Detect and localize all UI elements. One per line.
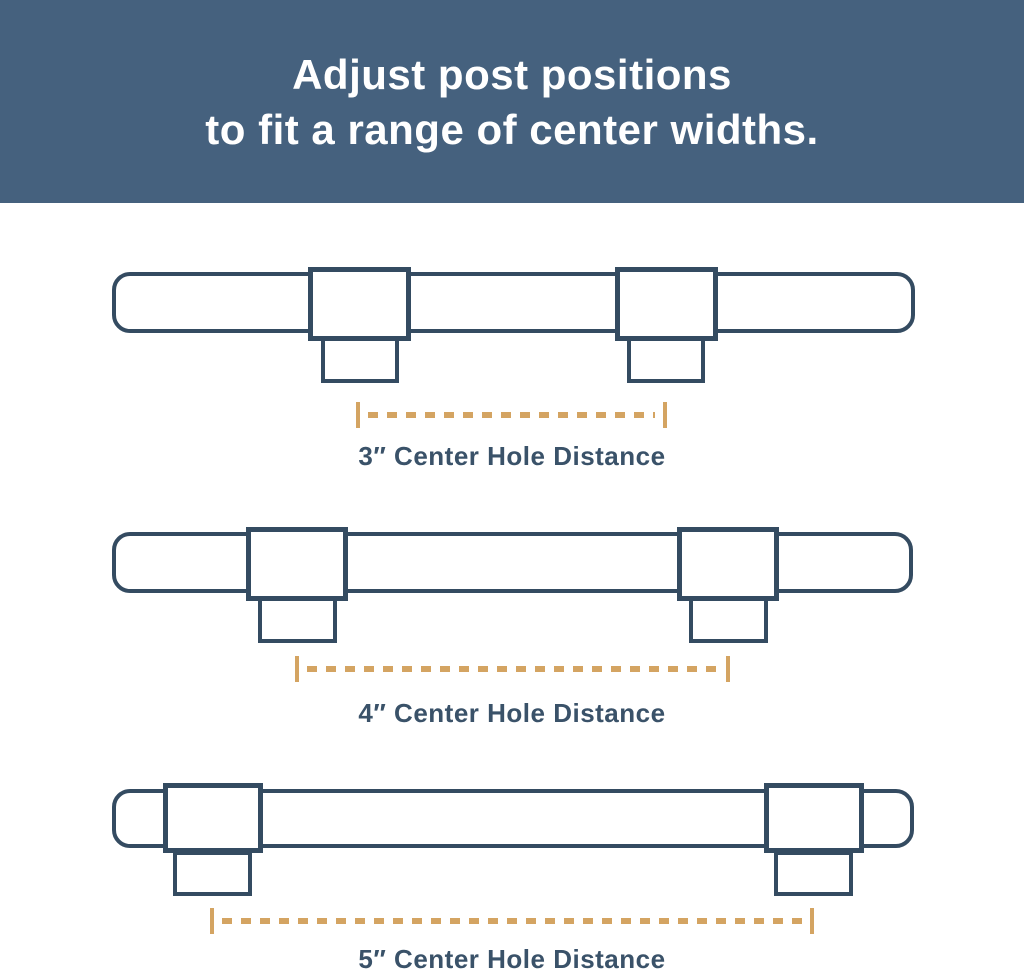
measure-tick-left (210, 908, 214, 934)
post-left (163, 783, 263, 853)
post-left (246, 527, 348, 601)
screw-foot-right (774, 851, 853, 896)
measure-tick-right (663, 402, 667, 428)
measure-line (222, 918, 802, 924)
handle-bar (112, 532, 913, 593)
measure-tick-right (810, 908, 814, 934)
distance-label: 4″ Center Hole Distance (358, 698, 666, 728)
measure-tick-right (726, 656, 730, 682)
post-right (764, 783, 864, 853)
post-right (677, 527, 779, 601)
measure-tick-left (295, 656, 299, 682)
measure-line (307, 666, 718, 672)
handle-bar (112, 272, 915, 333)
distance-label: 5″ Center Hole Distance (358, 944, 666, 973)
distance-label: 3″ Center Hole Distance (358, 441, 666, 471)
screw-foot-left (321, 337, 399, 383)
screw-foot-left (173, 851, 252, 896)
post-left (308, 267, 411, 341)
measure-tick-left (356, 402, 360, 428)
measure-line (368, 412, 655, 418)
screw-foot-left (258, 597, 337, 643)
screw-foot-right (689, 597, 768, 643)
screw-foot-right (627, 337, 705, 383)
header-title-line2: to fit a range of center widths. (205, 105, 819, 153)
header-banner: Adjust post positions to fit a range of … (0, 0, 1024, 203)
header-title-line1: Adjust post positions (292, 50, 732, 98)
post-right (615, 267, 718, 341)
